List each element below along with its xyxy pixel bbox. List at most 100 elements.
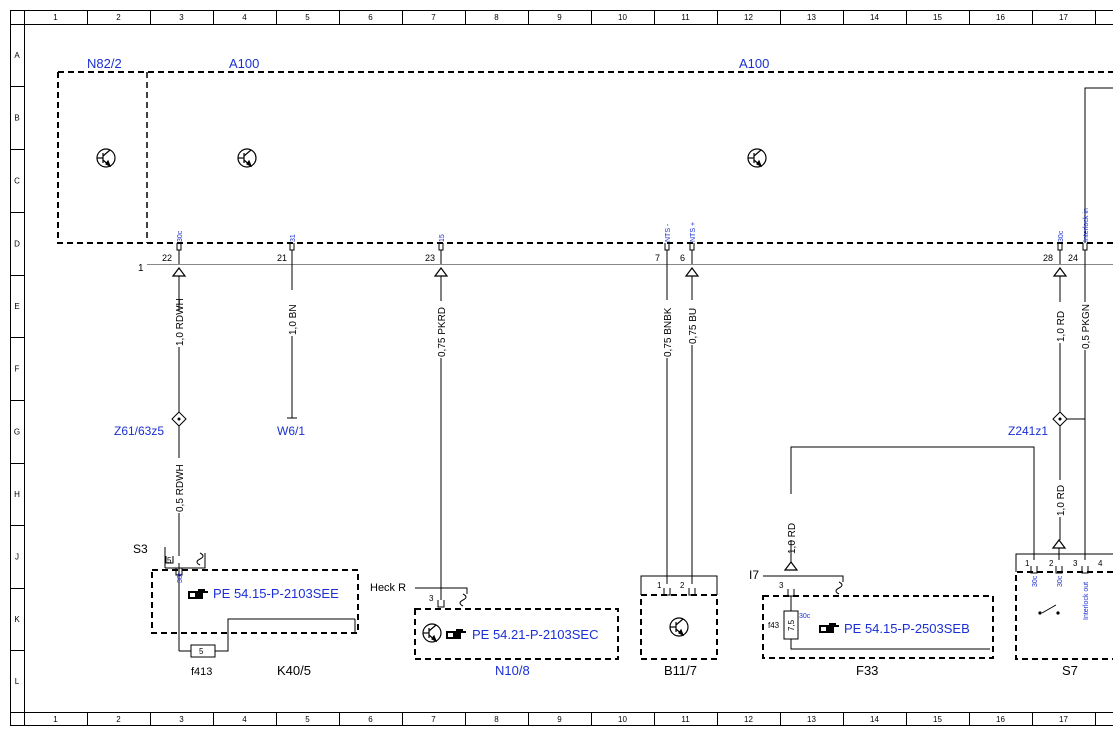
signal-30c: 30c (177, 230, 184, 242)
splice-icon (171, 411, 1068, 427)
signal-nts-plus: NTS + (690, 222, 697, 242)
grid-column-labels-top: 123456789101112131415161718 (53, 13, 1068, 22)
grid-column-label: 4 (242, 13, 247, 22)
label-z61: Z61/63z5 (114, 424, 164, 438)
grid-column-label: 12 (744, 715, 753, 724)
reference-links[interactable]: PE 54.15-P-2103SEE PE 54.21-P-2103SEC PE… (213, 586, 970, 642)
transistor-icon (422, 623, 442, 643)
grid-column-label: 3 (179, 13, 184, 22)
pointing-hand-icon (446, 629, 466, 639)
grid-column-label: 8 (494, 13, 499, 22)
wire-label: 1,0 BN (288, 304, 299, 335)
grid-column-label: 15 (933, 715, 942, 724)
signal-interlock-in: Interlock in (1083, 208, 1090, 242)
grid-column-label: 9 (557, 715, 562, 724)
ref-link-n10[interactable]: PE 54.21-P-2103SEC (472, 627, 598, 642)
grid-row-label: E (14, 302, 19, 311)
grid-row-label: L (15, 677, 20, 686)
signal-nts-minus: NTS - (665, 223, 672, 242)
pointing-hand-icon (188, 589, 208, 599)
grid-row-label: A (14, 51, 20, 60)
pin-f33-3: 3 (779, 581, 784, 590)
wire-label: 1,0 RD (787, 523, 798, 554)
grid-row-label: K (14, 615, 20, 624)
pin-21: 21 (277, 253, 287, 263)
grid-row-label: D (14, 240, 20, 249)
control-unit-outlines (57, 71, 1113, 660)
label-s7: S7 (1062, 663, 1078, 678)
grid-column-label: 16 (996, 13, 1005, 22)
pin-22: 22 (162, 253, 172, 263)
label-b11-7: B11/7 (664, 663, 697, 678)
wire-label: 1,0 RD (1056, 311, 1067, 342)
switch-contacts (1038, 611, 1060, 615)
component-labels: N82/2 A100 A100 Z61/63z5 W6/1 Z241z1 N10… (87, 56, 1048, 678)
grid-column-label: 11 (681, 13, 690, 22)
grid-column-label: 7 (431, 715, 436, 724)
pin-n10-3: 3 (429, 594, 434, 603)
pin-7: 7 (655, 253, 660, 263)
signal-interlock-out: Interlock out (1083, 582, 1090, 620)
label-a100-left: A100 (229, 56, 259, 71)
grid-column-label: 13 (807, 13, 816, 22)
wire-label: 1,0 RD (1056, 485, 1067, 516)
wire-label: 0,75 PKRD (437, 307, 448, 357)
n10-8-internals (415, 587, 468, 608)
label-s3: S3 (133, 542, 148, 556)
label-a100-right: A100 (739, 56, 769, 71)
wire-label: 0,75 BU (688, 308, 699, 344)
pin-6: 6 (680, 253, 685, 263)
grid-column-label: 1 (53, 715, 58, 724)
label-i7: I7 (749, 568, 759, 582)
grid-frame (10, 10, 1113, 726)
grid-row-label: F (15, 365, 20, 374)
pin-s7-2: 2 (1049, 559, 1054, 568)
pointing-hand-icon (819, 623, 839, 633)
b11-7-internals (640, 575, 718, 596)
wire-label: 0,5 RDWH (175, 464, 186, 512)
pin-s7-1: 1 (1025, 559, 1030, 568)
grid-column-label: 17 (1059, 715, 1068, 724)
f33-internals (763, 575, 990, 650)
label-w6-1: W6/1 (277, 424, 305, 438)
s7-internals (1015, 553, 1113, 614)
wires (178, 264, 1086, 595)
pin-stubs (176, 243, 1088, 264)
wire-label: 0,75 BNBK (663, 307, 674, 357)
grid-column-label: 7 (431, 13, 436, 22)
fuse-f43-value: 7,5 (787, 619, 796, 631)
grid-column-labels-bottom: 123456789101112131415161718 (53, 715, 1068, 724)
label-f43: f43 (768, 621, 780, 630)
grid-row-label: C (14, 177, 20, 186)
grid-column-label: 6 (368, 13, 373, 22)
fuse-f413-value: 5 (199, 647, 204, 656)
signal-s7-30c-b: 30c (1057, 575, 1064, 587)
grid-column-label: 14 (870, 715, 879, 724)
transistor-icon (669, 617, 689, 637)
splice-dots (177, 417, 1062, 421)
pin-b11-1: 1 (657, 581, 662, 590)
pin-k40-5: 5 (167, 556, 172, 565)
grid-column-label: 9 (557, 13, 562, 22)
label-k40-5: K40/5 (277, 663, 311, 678)
label-z241: Z241z1 (1008, 424, 1048, 438)
ref-link-f33[interactable]: PE 54.15-P-2503SEB (844, 621, 970, 636)
ref-link-k40[interactable]: PE 54.15-P-2103SEE (213, 586, 339, 601)
pin-b11-2: 2 (680, 581, 685, 590)
pin-s7-3: 3 (1073, 559, 1078, 568)
transistor-icon (96, 148, 116, 168)
pin-24: 24 (1068, 253, 1078, 263)
grid-row-label: B (14, 114, 19, 123)
grid-column-label: 5 (305, 13, 310, 22)
grid-column-label: 12 (744, 13, 753, 22)
wire-label: 0,5 PKGN (1081, 304, 1092, 349)
grid-row-label: H (14, 490, 20, 499)
grid-row-label: J (15, 553, 19, 562)
pin-23: 23 (425, 253, 435, 263)
label-heck-r: Heck R (370, 582, 406, 594)
grid-column-label: 10 (618, 13, 627, 22)
a100-inner-outline (1084, 87, 1113, 243)
pin-numbers: 22 21 23 7 6 28 24 1 5 3 1 2 3 1 2 3 4 (138, 253, 1103, 603)
signal-15: 15 (439, 234, 446, 242)
